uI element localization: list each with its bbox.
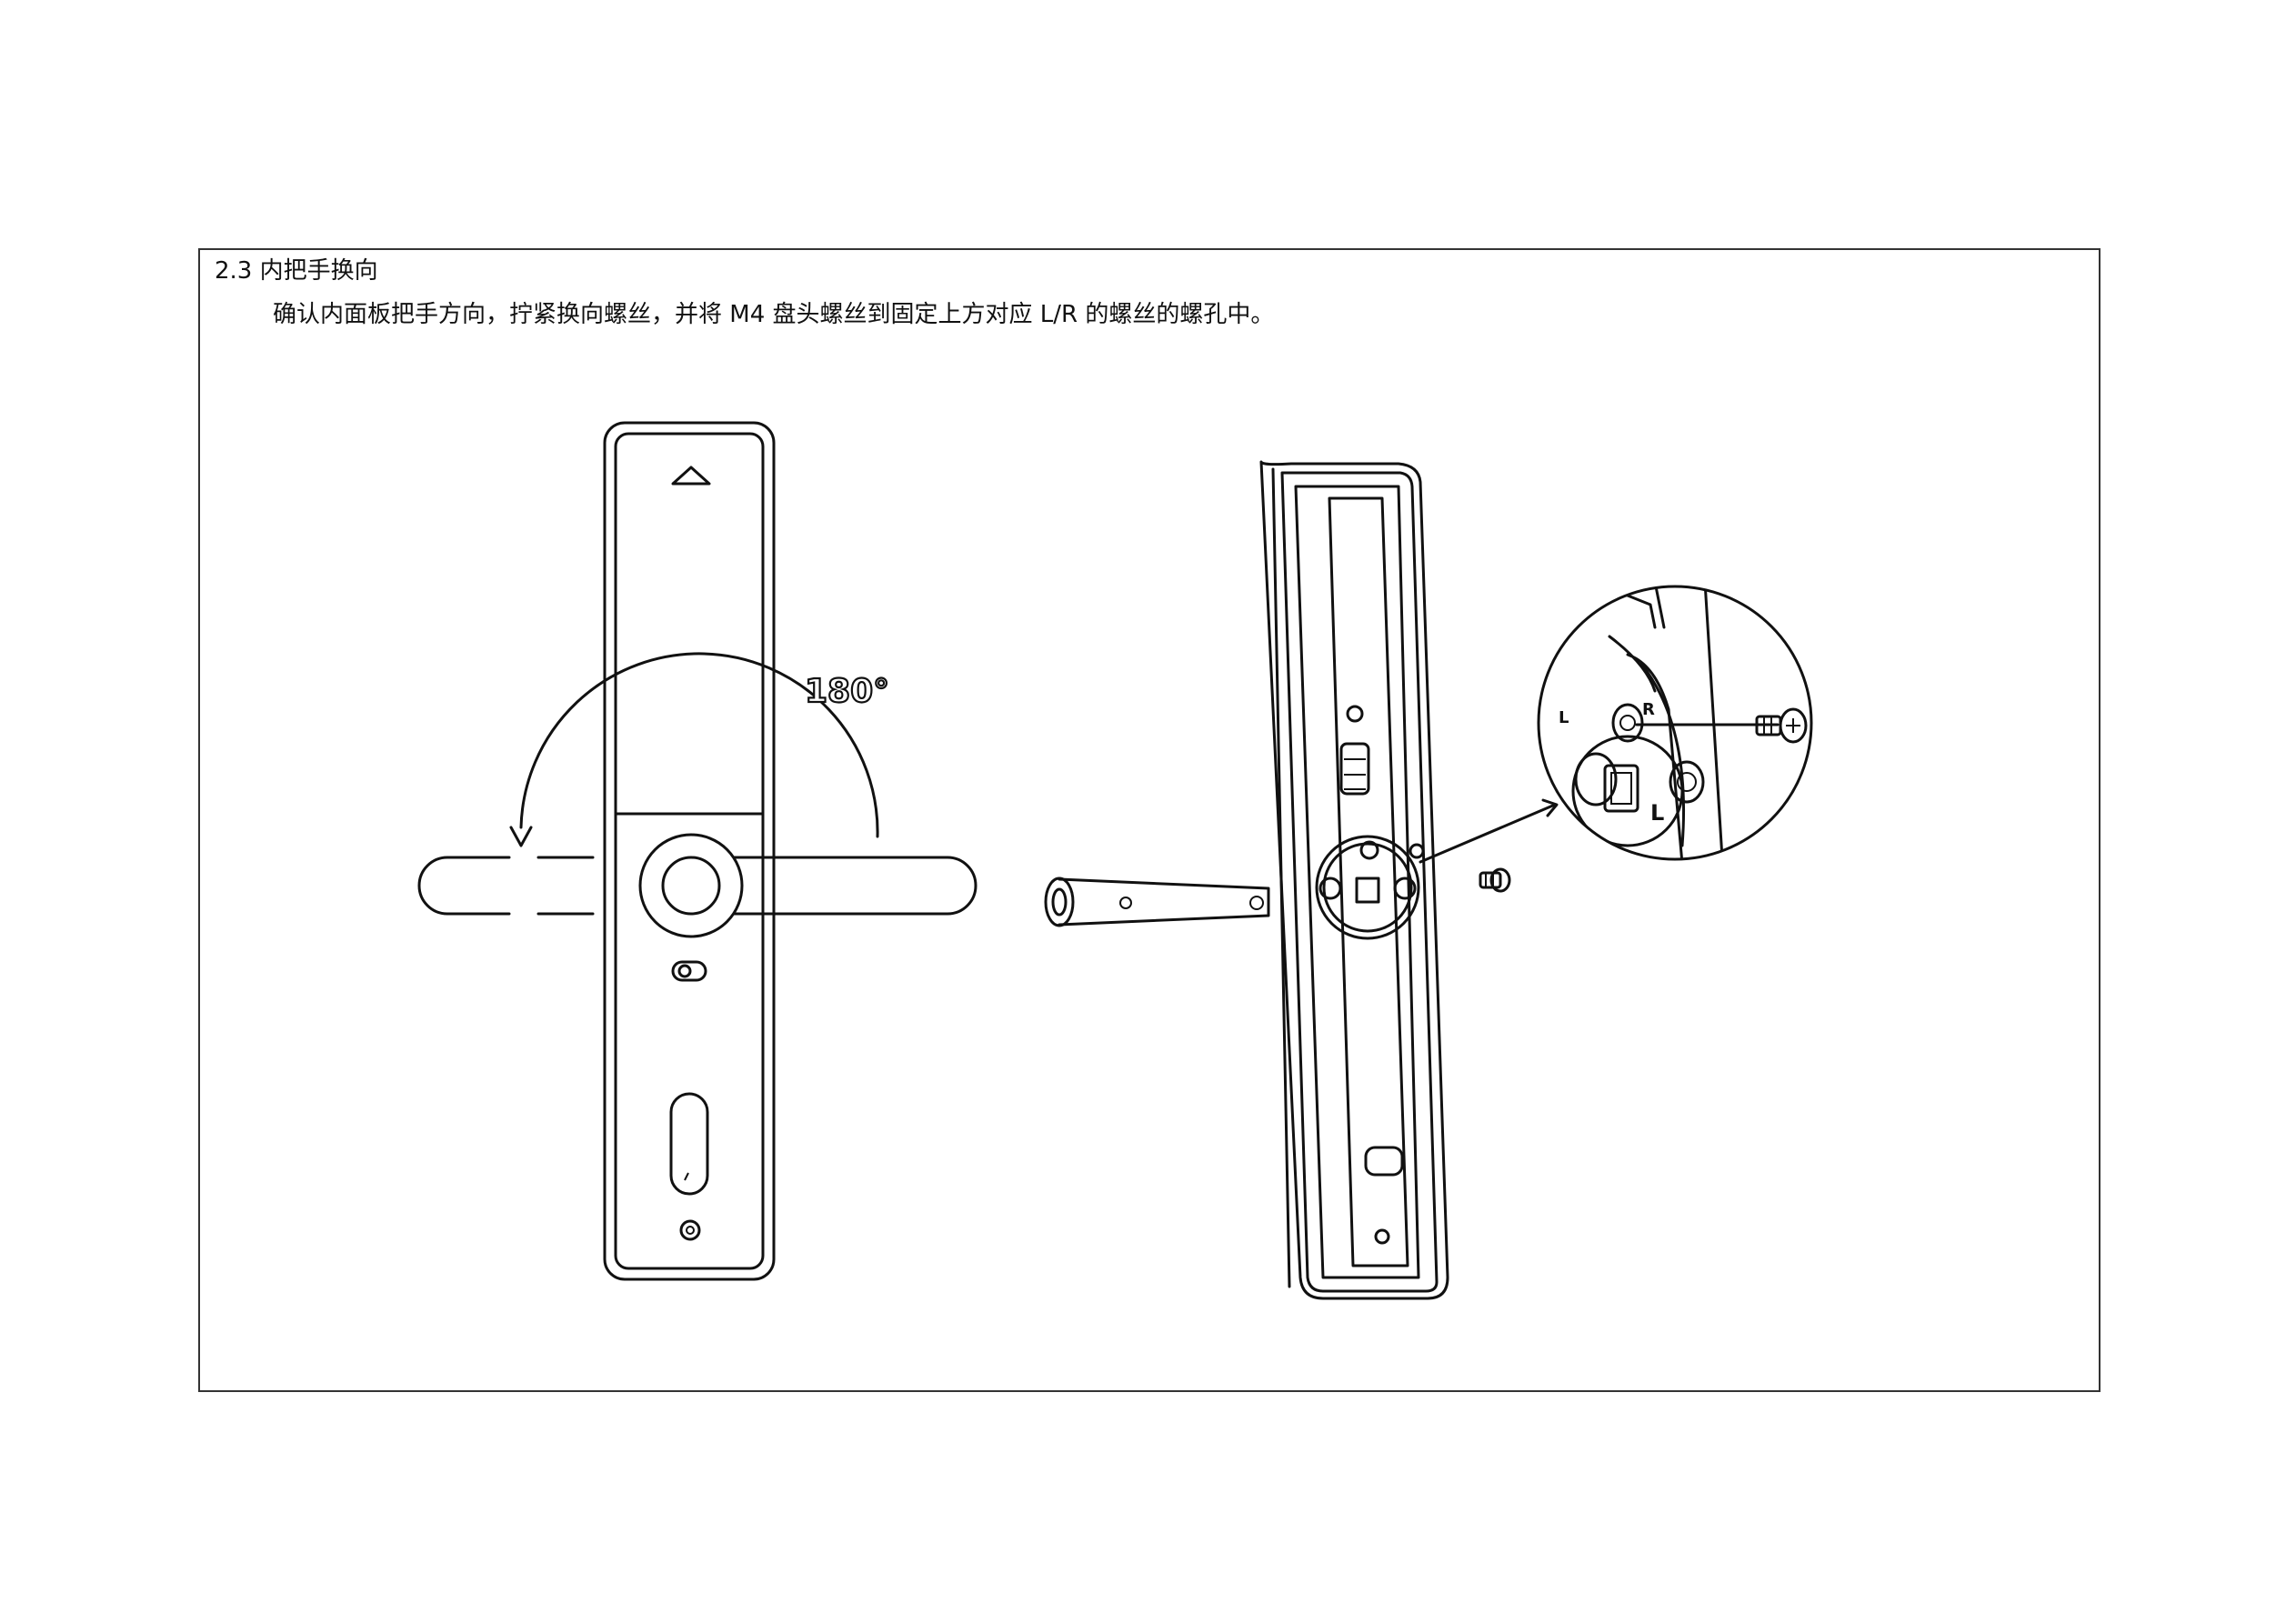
handle-stub: [1058, 877, 1270, 927]
up-arrow-icon: [671, 466, 711, 486]
detail-label-l-small: L: [1559, 708, 1569, 727]
rotation-arc: [519, 652, 879, 838]
inner-panel-front-view: [417, 421, 978, 1281]
detail-leader-line: [1419, 803, 1557, 864]
detail-label-l-large: L: [1650, 800, 1664, 826]
instruction-text: 确认内面板把手方向，拧紧换向螺丝，并将 M4 盘头螺丝到固定上方对应 L/R 的…: [273, 301, 1275, 328]
inner-panel-perspective-view: [1044, 460, 1559, 1300]
detail-label-r-small: R: [1642, 700, 1655, 719]
detail-zoom-circle: [1537, 585, 1813, 861]
m4-screw-icon: [1479, 867, 1511, 893]
section-heading: 2.3 内把手换向: [215, 257, 378, 285]
handle-rotated-left: [417, 856, 511, 916]
rotation-label: 180°: [805, 673, 889, 710]
handle-right: [689, 856, 978, 916]
section-frame: [198, 248, 2100, 1392]
screw-detail-icon: [1755, 707, 1808, 744]
rotation-arrowhead-icon: [509, 826, 533, 847]
